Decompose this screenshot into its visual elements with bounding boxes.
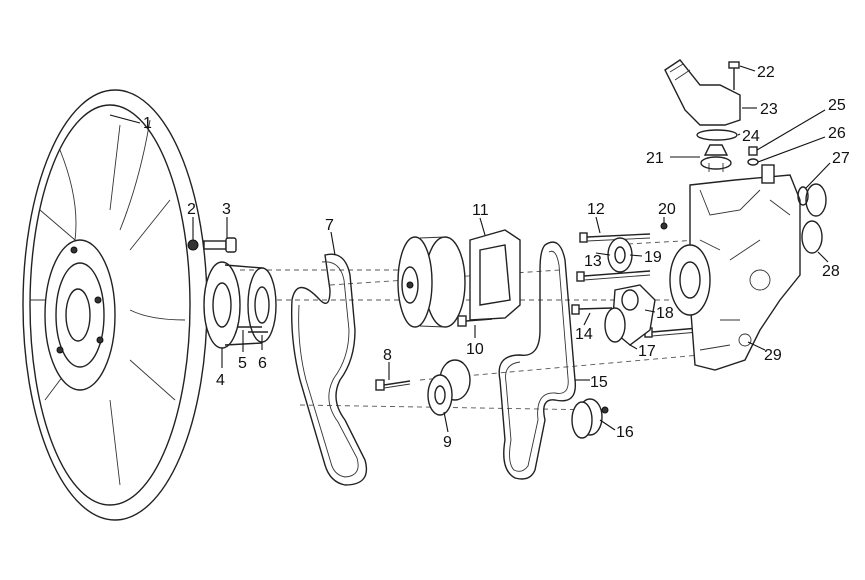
- callout-10: 10: [466, 341, 484, 358]
- callout-27: 27: [832, 150, 850, 167]
- callout-28: 28: [822, 263, 840, 280]
- callout-16: 16: [616, 424, 634, 441]
- part-4-spacer-hub: [203, 261, 277, 349]
- part-3-bolt: [203, 237, 237, 253]
- callout-6: 6: [258, 355, 267, 372]
- part-26-washer: [747, 158, 759, 166]
- part-19-pulley: [607, 237, 633, 273]
- callout-1: 1: [143, 115, 152, 132]
- part-8-bolt: [375, 379, 411, 391]
- part-2-nut: [187, 239, 199, 251]
- callout-29: 29: [764, 347, 782, 364]
- callout-12: 12: [587, 201, 605, 218]
- callout-15: 15: [590, 374, 608, 391]
- callout-8: 8: [383, 347, 392, 364]
- callout-20: 20: [658, 201, 676, 218]
- part-15-belt: [498, 241, 577, 480]
- part-20-washer: [660, 222, 668, 230]
- callout-26: 26: [828, 125, 846, 142]
- callout-labels: 1 2 3 4 5 6 7 8 9 10 11 12 13 14 15 16 1…: [143, 64, 850, 451]
- callout-21: 21: [646, 150, 664, 167]
- part-13-bolt: [576, 270, 651, 282]
- callout-3: 3: [222, 201, 231, 218]
- part-27-o-ring: [797, 186, 809, 206]
- part-11-pulley-bracket: [397, 229, 521, 328]
- callout-14: 14: [575, 326, 593, 343]
- part-16-pulley: [571, 398, 609, 439]
- part-1-fan: [22, 89, 208, 521]
- callout-25: 25: [828, 97, 846, 114]
- callout-17: 17: [638, 343, 656, 360]
- part-23-thermostat-cover: [664, 59, 741, 126]
- callout-23: 23: [760, 101, 778, 118]
- part-22-bolt: [728, 61, 740, 90]
- callout-19: 19: [644, 249, 662, 266]
- part-28-o-rings: [801, 183, 827, 254]
- part-29-pump-housing: [669, 164, 801, 371]
- part-7-belt: [291, 253, 368, 486]
- part-14-bolt: [571, 304, 613, 315]
- callout-11: 11: [472, 202, 489, 219]
- callout-18: 18: [656, 305, 674, 322]
- part-9-idler-pulley: [427, 359, 471, 416]
- callout-9: 9: [443, 434, 452, 451]
- callout-22: 22: [757, 64, 775, 81]
- part-25-bolt: [748, 146, 758, 156]
- callout-5: 5: [238, 355, 247, 372]
- part-21-thermostat: [700, 144, 732, 172]
- callout-24: 24: [742, 128, 760, 145]
- callout-2: 2: [187, 201, 196, 218]
- callout-4: 4: [216, 372, 225, 389]
- part-18-tensioner: [604, 284, 656, 346]
- leader-lines: [109, 65, 831, 433]
- callout-13: 13: [584, 253, 602, 270]
- part-24-seal-ring: [696, 129, 738, 141]
- callout-7: 7: [325, 217, 334, 234]
